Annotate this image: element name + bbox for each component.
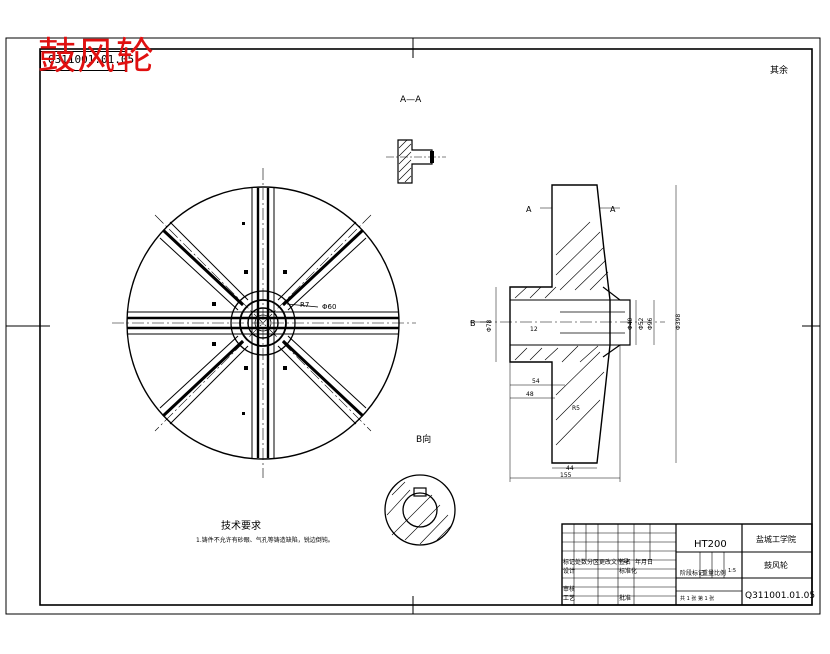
side-dimensions (470, 185, 677, 482)
technical-requirements-title: 技术要求 (221, 521, 261, 532)
cut-label-a-left: A (526, 205, 532, 214)
drawing-title: 鼓风轮 (38, 34, 156, 78)
tb-label-count: 处数 (575, 558, 587, 566)
dim-length-155: 155 (560, 472, 572, 479)
hub-bore (247, 307, 279, 339)
tb-label-date: 年月日 (635, 558, 653, 566)
tb-sheet: 共 1 张 第 1 张 (680, 595, 714, 602)
tb-material: HT200 (694, 539, 727, 550)
title-block-left-grid (562, 524, 725, 605)
section-aa-view (386, 139, 446, 184)
tb-label-stage-mark: 阶段标记 (680, 569, 704, 577)
centering-marks (6, 38, 820, 614)
dim-outer-diameter: Φ398 (675, 314, 682, 330)
dim-radius-r5: R5 (572, 405, 580, 412)
view-b-label: B向 (416, 435, 432, 445)
cut-label-b: B (470, 319, 476, 328)
lug-marks (212, 222, 287, 415)
dim-hub-right: Φ96 (647, 317, 654, 330)
cut-label-a-right: A (610, 205, 616, 214)
tb-label-ratio: 比例 (714, 569, 726, 577)
tb-label-change-doc: 更改文件号 (599, 558, 629, 566)
technical-requirements-note: 1.铸件不允许有砂眼、气孔等铸造缺陷，锐边倒钝。 (196, 537, 334, 544)
tb-label-signature: 签名 (619, 558, 631, 566)
tb-label-weight: 重量 (702, 569, 714, 577)
straight-ribs (127, 188, 399, 458)
title-block-grid (561, 523, 813, 606)
front-center-lines (112, 168, 416, 478)
side-hatch (514, 221, 609, 446)
blade-outline (509, 184, 611, 464)
tb-label-review: 审核 (563, 585, 575, 593)
dim-r7: R7 (300, 301, 309, 309)
tb-label-mark: 标记 (563, 558, 575, 566)
dim-bore-diameter: Φ40 (627, 317, 634, 330)
tb-part-name: 鼓风轮 (764, 560, 788, 570)
outer-border (5, 37, 821, 615)
tb-drawing-number: Q311001.01.05 (745, 591, 815, 601)
drawing-number-top: Q311001.01.05 (48, 53, 135, 66)
hub-outer (230, 290, 296, 356)
side-section-view (470, 184, 677, 482)
dim-bore-diameter-2: Φ52 (638, 317, 645, 330)
inner-frame (39, 48, 813, 606)
dim-length-54: 54 (532, 378, 540, 385)
drawing-number-box (40, 51, 126, 71)
tb-label-designer: 设计 (563, 567, 575, 575)
r7-leader (286, 303, 319, 308)
front-view (112, 168, 416, 478)
tb-scale: 1:5 (728, 568, 736, 574)
tb-label-standardization: 标准化 (619, 567, 637, 575)
hub-bore-outer (239, 299, 287, 347)
diagonal-ribs (159, 221, 367, 425)
tb-label-approve: 批准 (619, 594, 631, 602)
dim-keyway: 12 (530, 326, 538, 333)
dim-length-44: 44 (566, 465, 574, 472)
drawing-labels: R7 Φ60 A A B Φ78 Φ40 Φ52 Φ96 Φ398 12 54 … (300, 205, 815, 602)
section-aa-label: A—A (400, 95, 422, 105)
view-b (384, 474, 456, 546)
dim-wheel-bore: Φ60 (322, 303, 336, 311)
dim-hub-diameter: Φ78 (486, 319, 493, 332)
aa-hatch (398, 139, 412, 183)
surface-roughness-note: 其余 (770, 66, 789, 76)
tb-school: 盐城工学院 (756, 534, 796, 544)
view-b-hatch (386, 481, 453, 545)
tb-label-process: 工艺 (563, 594, 575, 602)
tb-label-zone: 分区 (587, 558, 599, 566)
dim-length-48: 48 (526, 391, 534, 398)
